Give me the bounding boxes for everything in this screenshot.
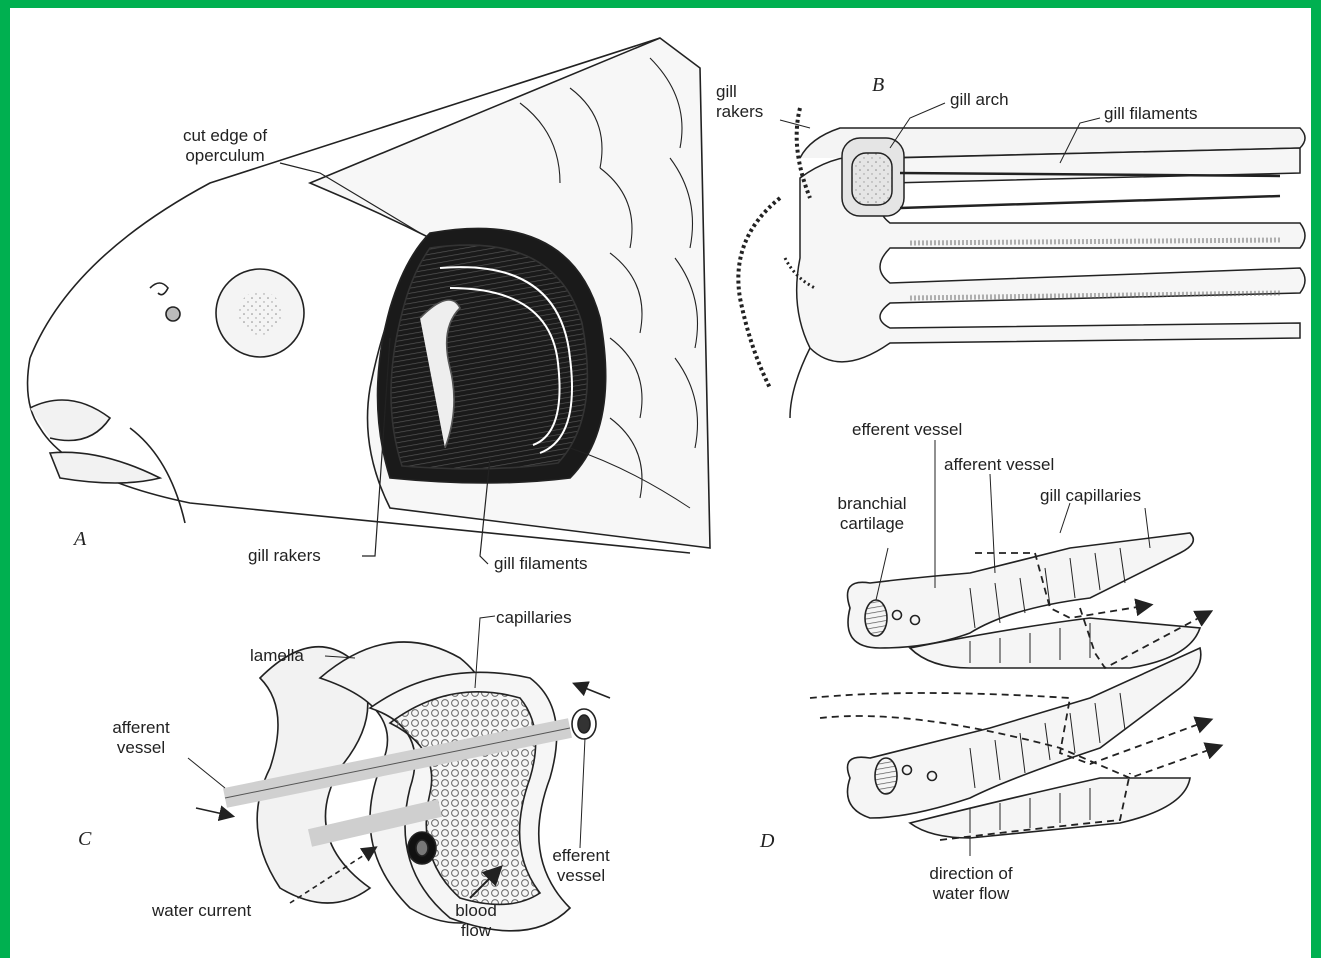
label-afferent-vessel-c-line-2: vessel: [96, 738, 186, 758]
label-water-current: water current: [152, 901, 251, 921]
label-capillaries: capillaries: [496, 608, 572, 628]
label-cut-edge-line-1: cut edge of: [160, 126, 290, 146]
label-blood-flow: blood flow: [446, 901, 506, 941]
panel-label-a: A: [74, 528, 86, 551]
label-afferent-vessel-d: afferent vessel: [944, 455, 1054, 475]
label-branchial-line-1: branchial: [822, 494, 922, 514]
label-blood-flow-line-1: blood: [446, 901, 506, 921]
label-gill-arch: gill arch: [950, 90, 1009, 110]
label-efferent-vessel-c: efferent vessel: [536, 846, 626, 886]
label-lamella: lamella: [250, 646, 304, 666]
label-gill-capillaries: gill capillaries: [1040, 486, 1141, 506]
label-gill-rakers-b-line-1: gill: [716, 82, 763, 102]
panel-label-d: D: [760, 830, 774, 853]
label-gill-rakers-b: gill rakers: [716, 82, 763, 122]
label-blood-flow-line-2: flow: [446, 921, 506, 941]
label-gill-rakers-a: gill rakers: [248, 546, 321, 566]
label-gill-rakers-b-line-2: rakers: [716, 102, 763, 122]
label-efferent-vessel-c-line-1: efferent: [536, 846, 626, 866]
label-efferent-vessel-d: efferent vessel: [852, 420, 962, 440]
figure-frame: A B C D cut edge of operculum gill raker…: [10, 8, 1311, 958]
label-efferent-vessel-c-line-2: vessel: [536, 866, 626, 886]
panel-label-c: C: [78, 828, 91, 851]
label-branchial-line-2: cartilage: [822, 514, 922, 534]
fish-head-drawing: [28, 38, 710, 564]
label-direction-of-water-flow: direction of water flow: [906, 864, 1036, 904]
label-gill-filaments-a: gill filaments: [494, 554, 588, 574]
panel-label-b: B: [872, 74, 884, 97]
label-direction-line-1: direction of: [906, 864, 1036, 884]
label-cut-edge-of-operculum: cut edge of operculum: [160, 126, 290, 166]
label-direction-line-2: water flow: [906, 884, 1036, 904]
label-cut-edge-line-2: operculum: [160, 146, 290, 166]
label-branchial-cartilage: branchial cartilage: [822, 494, 922, 534]
gill-arch-drawing: [738, 103, 1305, 418]
label-afferent-vessel-c-line-1: afferent: [96, 718, 186, 738]
label-afferent-vessel-c: afferent vessel: [96, 718, 186, 758]
label-gill-filaments-b: gill filaments: [1104, 104, 1198, 124]
